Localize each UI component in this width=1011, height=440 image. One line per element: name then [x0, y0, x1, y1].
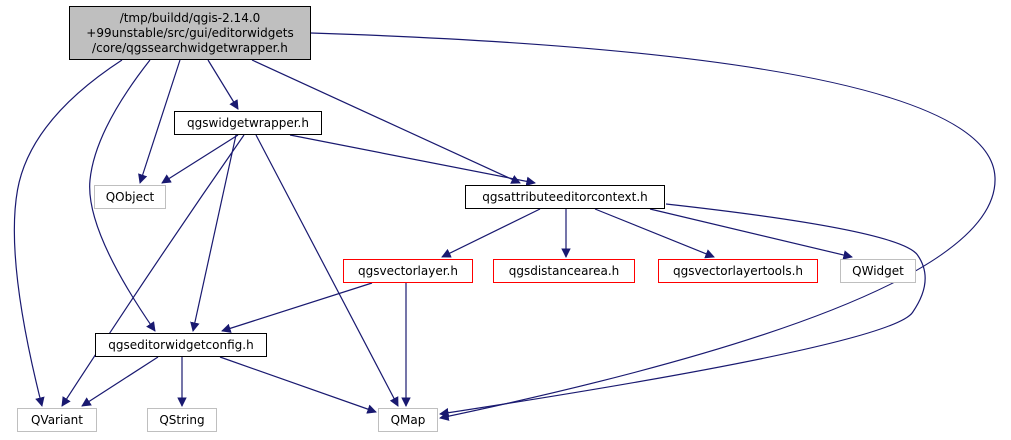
edge-qgsattributeeditorcontext-to-qgsvectorlayertools	[594, 208, 715, 259]
node-qgsdistancearea[interactable]: qgsdistancearea.h	[493, 259, 635, 283]
edge-root-to-qvariant	[13, 59, 123, 407]
edge-qgswidgetwrapper-to-qobject	[161, 134, 239, 184]
node-qvariant: QVariant	[17, 408, 97, 432]
node-qwidget: QWidget	[840, 259, 916, 283]
edge-qgswidgetwrapper-to-qvariant	[61, 134, 245, 407]
edge-qgsvectorlayer-to-qgseditorwidgetconfig	[221, 282, 373, 333]
node-qgsvectorlayer[interactable]: qgsvectorlayer.h	[343, 259, 473, 283]
node-qstring: QString	[147, 408, 217, 432]
edge-qgseditorwidgetconfig-to-qvariant	[81, 356, 159, 407]
edge-qgswidgetwrapper-to-qgseditorwidgetconfig	[190, 134, 237, 332]
node-root-header[interactable]: /tmp/buildd/qgis-2.14.0 +99unstable/src/…	[69, 6, 311, 60]
edge-root-to-qobject	[138, 59, 181, 184]
node-qgswidgetwrapper[interactable]: qgswidgetwrapper.h	[174, 111, 322, 135]
node-qgseditorwidgetconfig[interactable]: qgseditorwidgetconfig.h	[95, 333, 267, 357]
edge-qgswidgetwrapper-to-qgsattributeeditorcontext	[289, 134, 536, 187]
edge-qgswidgetwrapper-to-qmap	[255, 134, 399, 407]
edge-root-to-qgseditorwidgetconfig	[89, 59, 156, 332]
edge-qgsattributeeditorcontext-to-qgsvectorlayer	[441, 208, 541, 258]
edge-root-to-qgswidgetwrapper	[207, 59, 239, 110]
node-qgsvectorlayertools[interactable]: qgsvectorlayertools.h	[658, 259, 818, 283]
edge-qgseditorwidgetconfig-to-qmap	[219, 356, 377, 414]
node-qmap: QMap	[378, 408, 438, 432]
node-qgsattributeeditorcontext[interactable]: qgsattributeeditorcontext.h	[465, 185, 665, 209]
edge-root-to-qmap	[310, 32, 996, 421]
edge-root-to-qgsattributeeditorcontext	[251, 59, 521, 184]
edge-qgsattributeeditorcontext-to-qmap	[439, 203, 926, 418]
node-qobject: QObject	[94, 185, 166, 209]
edge-qgsattributeeditorcontext-to-qwidget	[649, 208, 853, 260]
